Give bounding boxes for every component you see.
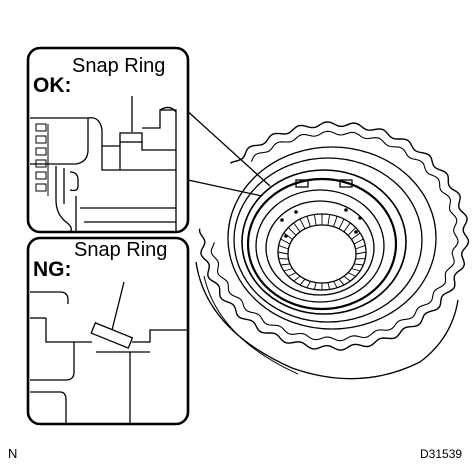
bearing-roller bbox=[283, 268, 293, 272]
snap-ring bbox=[246, 177, 398, 311]
snap-ring-groove bbox=[241, 169, 407, 315]
snap-ring-end-right bbox=[339, 179, 353, 188]
bearing-roller bbox=[288, 272, 297, 277]
bearing-roller bbox=[313, 214, 317, 226]
ok-snap-ring-label: Snap Ring bbox=[72, 55, 165, 77]
bearing-roller bbox=[347, 272, 356, 277]
drum-lower-band bbox=[195, 261, 459, 380]
ok-status-label: OK: bbox=[33, 74, 72, 97]
bearing-roller bbox=[306, 216, 311, 227]
bearing-roller bbox=[280, 263, 291, 266]
bearing-roller bbox=[333, 216, 338, 227]
drum-ring-1 bbox=[227, 146, 437, 330]
drum-outer-rim bbox=[198, 121, 470, 351]
drum-ring-6 bbox=[265, 200, 375, 296]
bearing-roller bbox=[353, 238, 364, 245]
bearing-roller bbox=[347, 227, 357, 236]
bearing-roller bbox=[278, 244, 289, 250]
drum-holes bbox=[280, 208, 362, 238]
bearing-roller bbox=[280, 238, 291, 245]
bearing-inner bbox=[287, 224, 357, 284]
bearing-roller bbox=[338, 218, 345, 230]
bearing-roller bbox=[355, 244, 366, 250]
bearing-roller bbox=[299, 218, 306, 230]
ng-snap-ring-label: Snap Ring bbox=[74, 239, 167, 261]
bearing-roller bbox=[355, 251, 367, 255]
clutch-drum-illustration bbox=[195, 121, 470, 380]
ng-snap-ring-shape bbox=[90, 322, 134, 349]
bearing-rollers bbox=[277, 214, 367, 290]
bearing-roller bbox=[277, 251, 289, 255]
ok-cross-section bbox=[30, 96, 177, 233]
ng-cross-section bbox=[30, 281, 188, 424]
footer-left-code: N bbox=[8, 446, 17, 461]
bearing-roller bbox=[327, 214, 331, 226]
bearing-roller bbox=[287, 227, 297, 236]
bearing-roller bbox=[333, 281, 338, 288]
bearing-roller bbox=[343, 222, 351, 233]
figure-id: D31539 bbox=[420, 447, 462, 461]
bearing-roller bbox=[299, 278, 306, 286]
bearing-roller bbox=[353, 263, 364, 266]
bearing-roller bbox=[338, 278, 345, 286]
bearing-roller bbox=[306, 281, 311, 288]
callout-leader-lines bbox=[183, 107, 271, 197]
bearing-roller bbox=[351, 232, 361, 240]
bearing-roller bbox=[313, 282, 317, 290]
bearing-roller bbox=[293, 275, 301, 282]
bearing-roller bbox=[351, 268, 361, 272]
drum-ring-2 bbox=[233, 157, 423, 323]
bearing-roller bbox=[343, 275, 351, 282]
bearing-roller bbox=[327, 282, 331, 290]
ng-status-label: NG: bbox=[33, 258, 72, 281]
bearing-roller bbox=[283, 232, 293, 240]
bearing-roller bbox=[293, 222, 301, 233]
snap-ring-end-left bbox=[295, 179, 309, 188]
drum-outer-rim-inner bbox=[210, 130, 459, 342]
ok-panel-frame bbox=[26, 46, 190, 234]
ng-detail-panel: NG: Snap Ring bbox=[26, 236, 190, 426]
drum-ring-5 bbox=[255, 189, 385, 303]
ok-snap-ring-shape bbox=[119, 132, 143, 143]
ok-detail-panel: OK: Snap Ring bbox=[26, 46, 190, 234]
drum-lower-band-2 bbox=[203, 275, 299, 375]
